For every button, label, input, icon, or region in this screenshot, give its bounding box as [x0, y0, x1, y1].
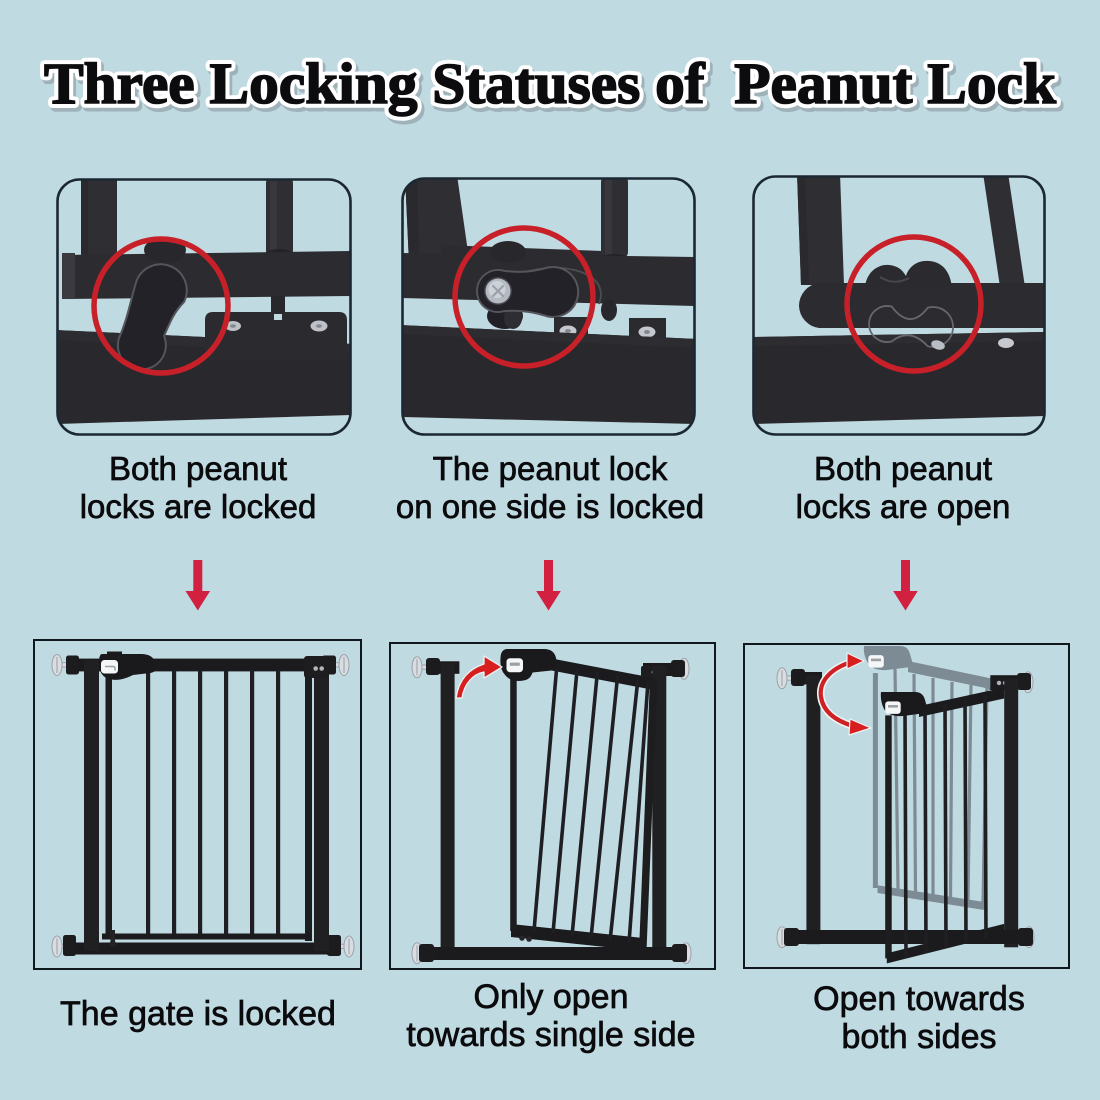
svg-text:Three Locking Statuses of Pea: Three Locking Statuses of Peanut Lock — [47, 55, 1060, 120]
svg-text:Three Locking Statuses of Pea: Three Locking Statuses of Peanut Lock — [44, 51, 1057, 116]
svg-text:Three Locking Statuses of Pea: Three Locking Statuses of Peanut Lock — [44, 51, 1057, 116]
